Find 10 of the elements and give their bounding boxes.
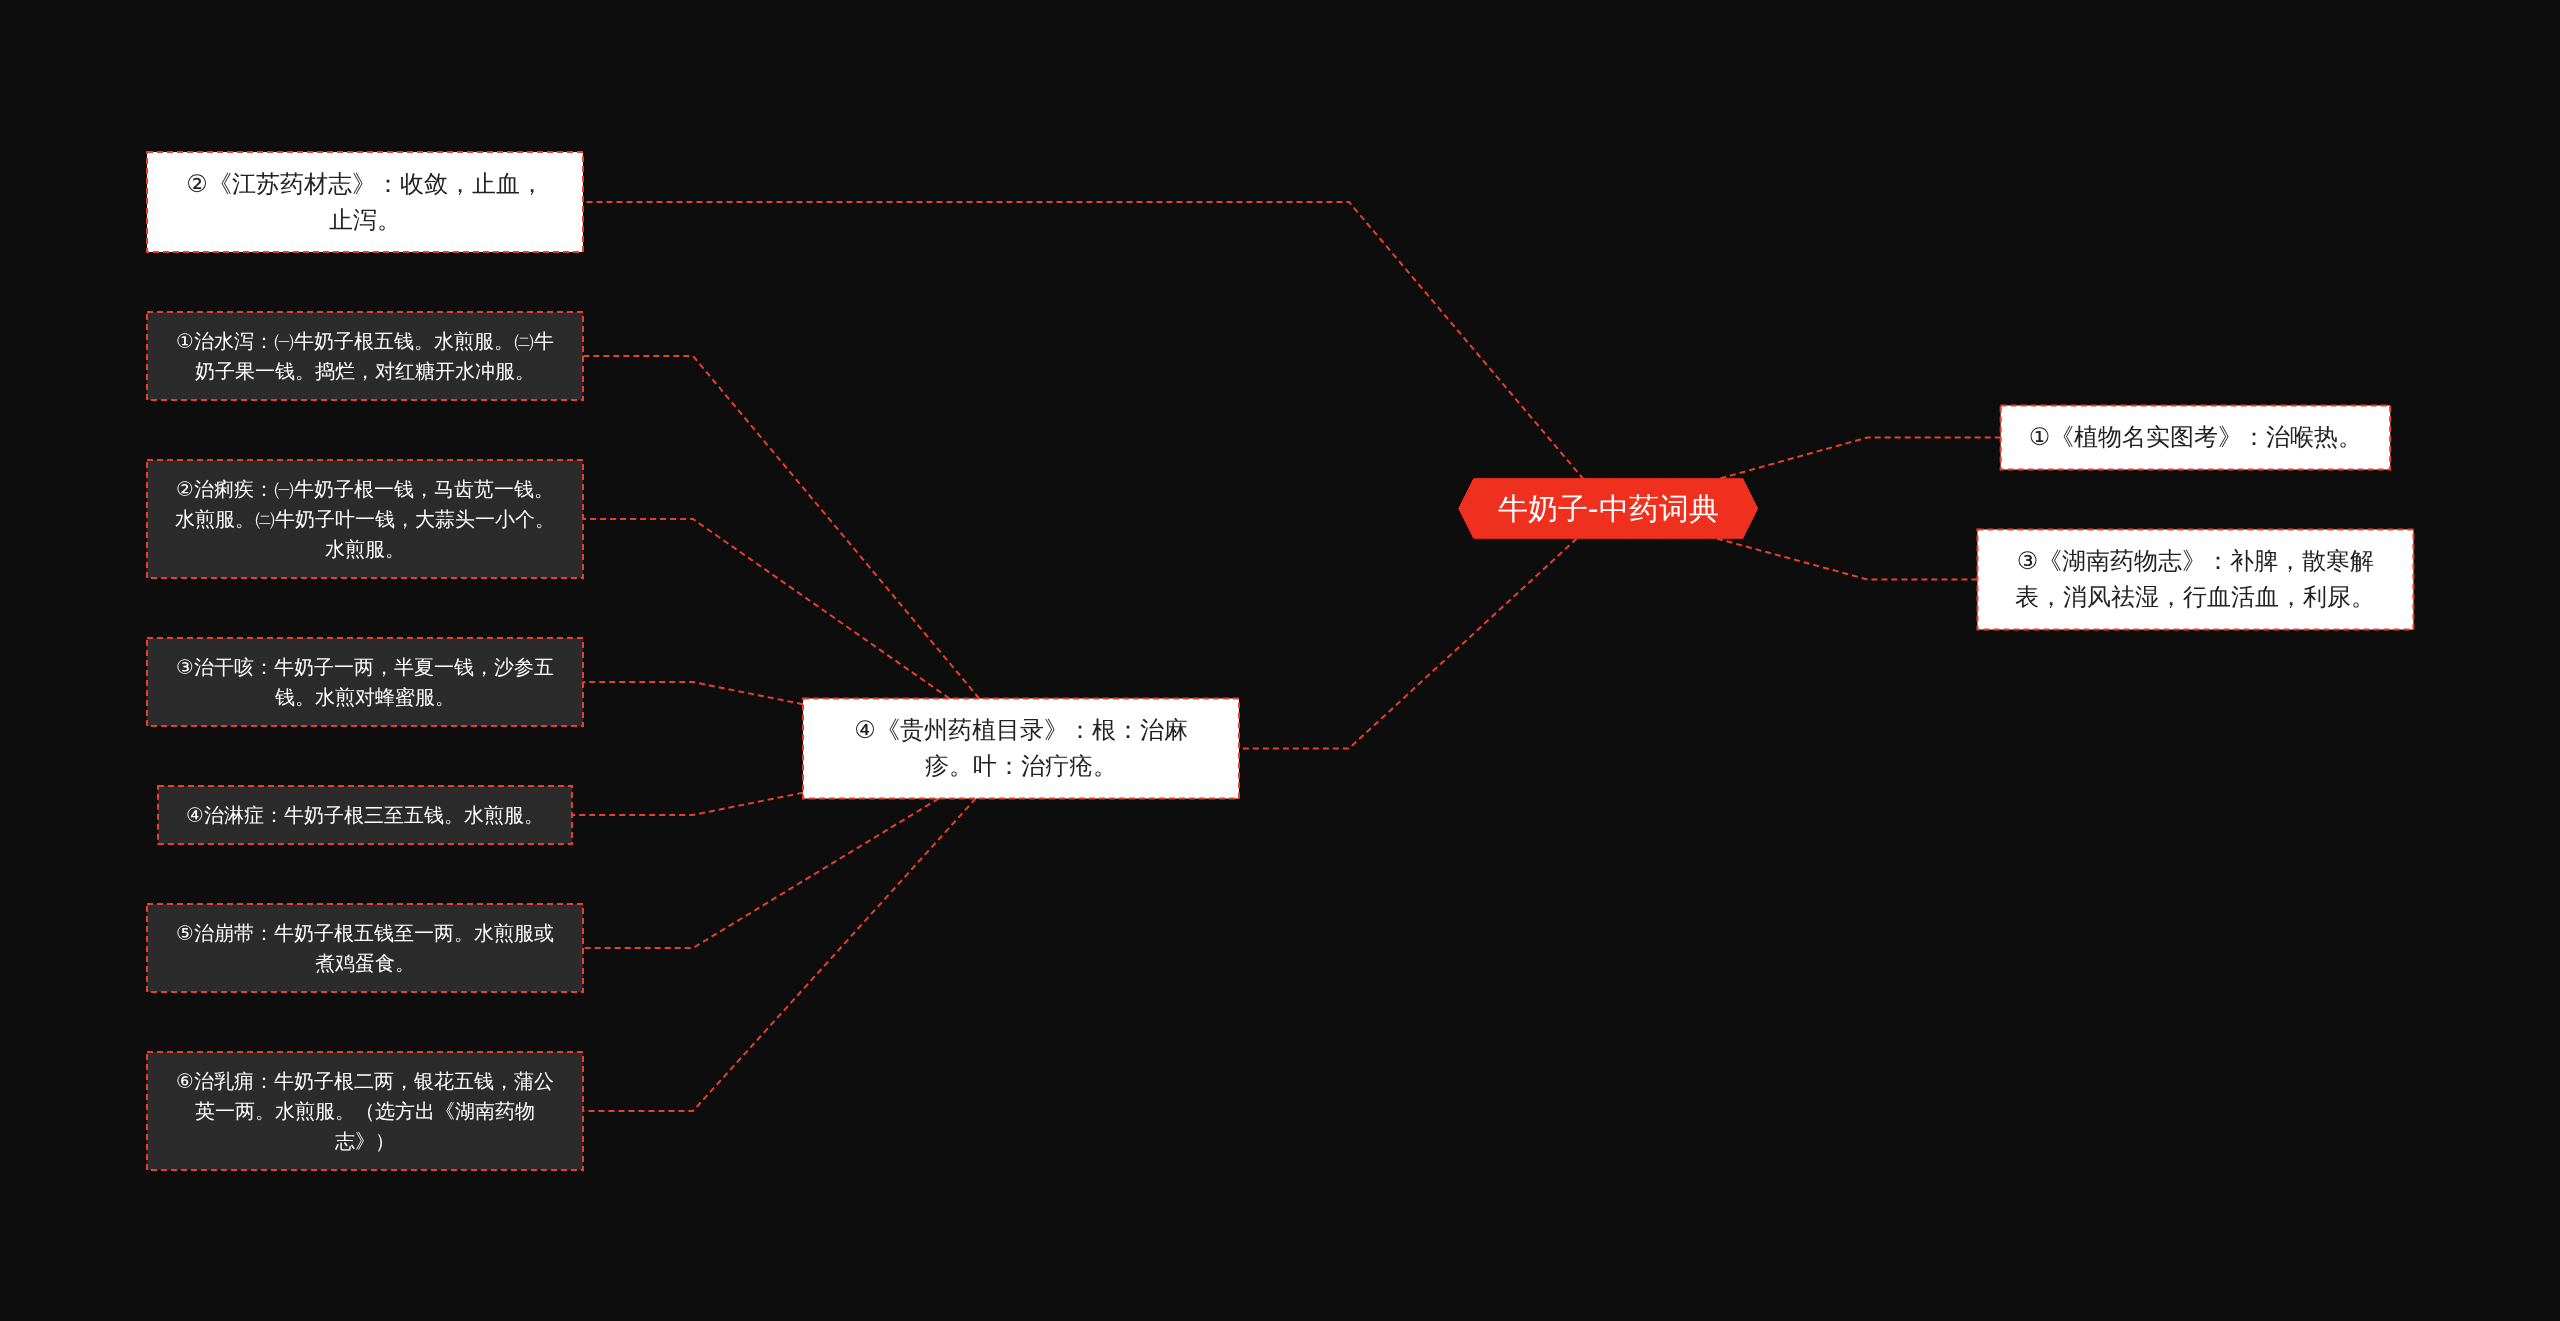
node-box: ③治干咳：牛奶子一两，半夏一钱，沙参五钱。水煎对蜂蜜服。 bbox=[145, 636, 584, 727]
node-box: ④治淋症：牛奶子根三至五钱。水煎服。 bbox=[156, 784, 573, 845]
node-box: ①治水泻：㈠牛奶子根五钱。水煎服。㈡牛奶子果一钱。捣烂，对红糖开水冲服。 bbox=[145, 310, 584, 401]
node-box: ⑥治乳痈：牛奶子根二两，银花五钱，蒲公英一两。水煎服。（选方出《湖南药物志》） bbox=[145, 1050, 584, 1171]
node-box: ①《植物名实图考》：治喉热。 bbox=[1999, 404, 2391, 470]
node-box: ②《江苏药材志》：收敛，止血，止泻。 bbox=[145, 150, 584, 253]
node-box: ③《湖南药物志》：补脾，散寒解表，消风祛湿，行血活血，利尿。 bbox=[1976, 528, 2415, 630]
node-box: ⑤治崩带：牛奶子根五钱至一两。水煎服或煮鸡蛋食。 bbox=[145, 902, 584, 993]
node-box: ②治痢疾：㈠牛奶子根一钱，马齿苋一钱。水煎服。㈡牛奶子叶一钱，大蒜头一小个。水煎服。 bbox=[145, 458, 584, 579]
node-box: ④《贵州药植目录》：根：治麻疹。叶：治疔疮。 bbox=[801, 697, 1240, 799]
